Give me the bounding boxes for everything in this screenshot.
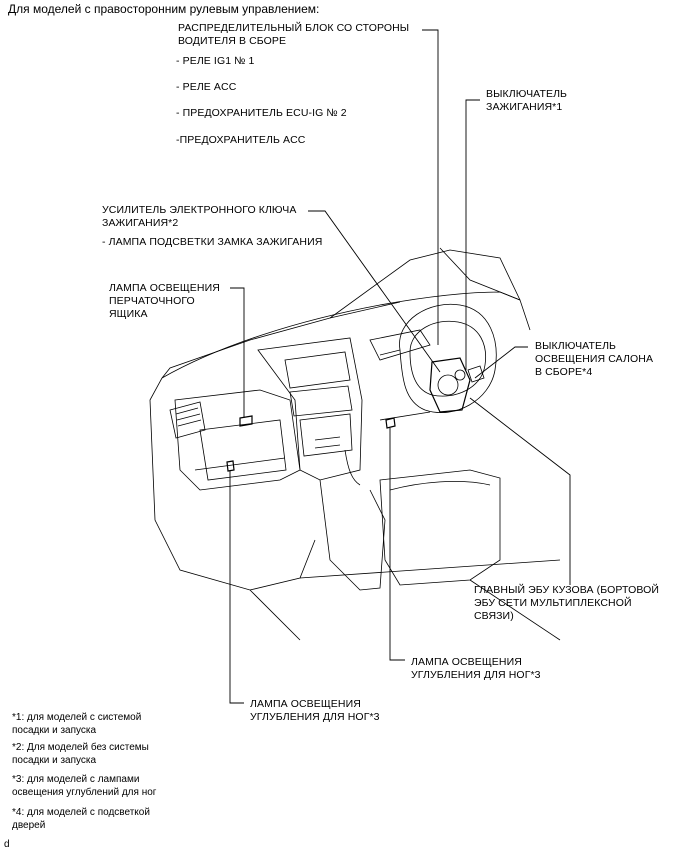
- leader-junction-block: [422, 29, 439, 345]
- label-glovebox-lamp-1: ЛАМПА ОСВЕЩЕНИЯ: [109, 282, 220, 294]
- note-1-line-2: посадки и запуска: [12, 725, 97, 736]
- label-main-body-ecu-1: ГЛАВНЫЙ ЭБУ КУЗОВА (БОРТОВОЙ: [474, 584, 660, 596]
- leader-main-body-ecu: [469, 397, 571, 585]
- glovebox-lamp-mark: [239, 415, 253, 427]
- label-key-amplifier-1: УСИЛИТЕЛЬ ЭЛЕКТРОННОГО КЛЮЧА: [102, 204, 297, 216]
- label-junction-block-2: ВОДИТЕЛЯ В СБОРЕ: [178, 35, 287, 47]
- label-interior-switch-2: ОСВЕЩЕНИЯ САЛОНА: [535, 353, 654, 365]
- footwell-lamp-left-mark: [226, 460, 235, 472]
- center-stack: [257, 337, 363, 481]
- label-footwell-left-1: ЛАМПА ОСВЕЩЕНИЯ: [250, 698, 361, 710]
- seat: [379, 469, 501, 586]
- instrument-hood: [369, 329, 431, 361]
- steering-wheel: [399, 303, 497, 413]
- note-2-line-1: *2: Для моделей без системы: [12, 742, 149, 753]
- note-2-line-2: посадки и запуска: [12, 755, 97, 766]
- note-4-line-2: дверей: [12, 820, 46, 831]
- label-footwell-right-1: ЛАМПА ОСВЕЩЕНИЯ: [411, 656, 522, 668]
- leader-key-amplifier: [308, 210, 441, 373]
- note-3-line-2: освещения углублений для ног: [12, 787, 157, 798]
- corner-mark: d: [4, 839, 10, 850]
- label-key-lamp: - ЛАМПА ПОДСВЕТКИ ЗАМКА ЗАЖИГАНИЯ: [102, 236, 323, 248]
- leader-footwell-right: [389, 428, 405, 661]
- center-console: [319, 479, 386, 591]
- label-ignition-switch-2: ЗАЖИГАНИЯ*1: [486, 101, 563, 113]
- footwell-lamp-right-mark: [385, 417, 396, 429]
- glovebox: [199, 419, 287, 481]
- label-interior-switch-3: В СБОРЕ*4: [535, 366, 593, 378]
- leader-ignition-switch: [465, 99, 480, 370]
- left-vent: [169, 401, 206, 439]
- label-ignition-switch-1: ВЫКЛЮЧАТЕЛЬ: [486, 88, 568, 100]
- label-junction-item-2: - РЕЛЕ ACC: [176, 81, 237, 93]
- dash-face: [149, 377, 316, 591]
- label-key-amplifier-2: ЗАЖИГАНИЯ*2: [102, 217, 179, 229]
- column-components: [429, 357, 471, 413]
- label-junction-block-1: РАСПРЕДЕЛИТЕЛЬНЫЙ БЛОК СО СТОРОНЫ: [178, 22, 410, 34]
- label-glovebox-lamp-3: ЯЩИКА: [109, 308, 148, 320]
- label-junction-item-3: - ПРЕДОХРАНИТЕЛЬ ECU-IG № 2: [176, 107, 347, 119]
- label-junction-item-4: -ПРЕДОХРАНИТЕЛЬ ACC: [176, 134, 306, 146]
- leader-glovebox-lamp: [230, 287, 245, 418]
- label-glovebox-lamp-2: ПЕРЧАТОЧНОГО: [109, 295, 195, 307]
- note-3-line-1: *3: для моделей с лампами: [12, 774, 140, 785]
- label-main-body-ecu-3: СВЯЗИ): [474, 610, 514, 622]
- label-footwell-right-2: УГЛУБЛЕНИЯ ДЛЯ НОГ*3: [411, 669, 541, 681]
- windshield-line: [329, 249, 521, 319]
- label-interior-switch-1: ВЫКЛЮЧАТЕЛЬ: [535, 340, 617, 352]
- note-4-line-1: *4: для моделей с подсветкой: [12, 807, 150, 818]
- leader-footwell-left: [229, 471, 244, 704]
- leader-interior-switch: [474, 346, 528, 379]
- page-header: Для моделей с правосторонним рулевым упр…: [8, 2, 320, 16]
- label-footwell-left-2: УГЛУБЛЕНИЯ ДЛЯ НОГ*3: [250, 711, 380, 723]
- note-1-line-1: *1: для моделей с системой: [12, 712, 142, 723]
- label-main-body-ecu-2: ЭБУ СЕТИ МУЛЬТИПЛЕКСНОЙ: [474, 597, 632, 609]
- label-junction-item-1: - РЕЛЕ IG1 № 1: [176, 55, 255, 67]
